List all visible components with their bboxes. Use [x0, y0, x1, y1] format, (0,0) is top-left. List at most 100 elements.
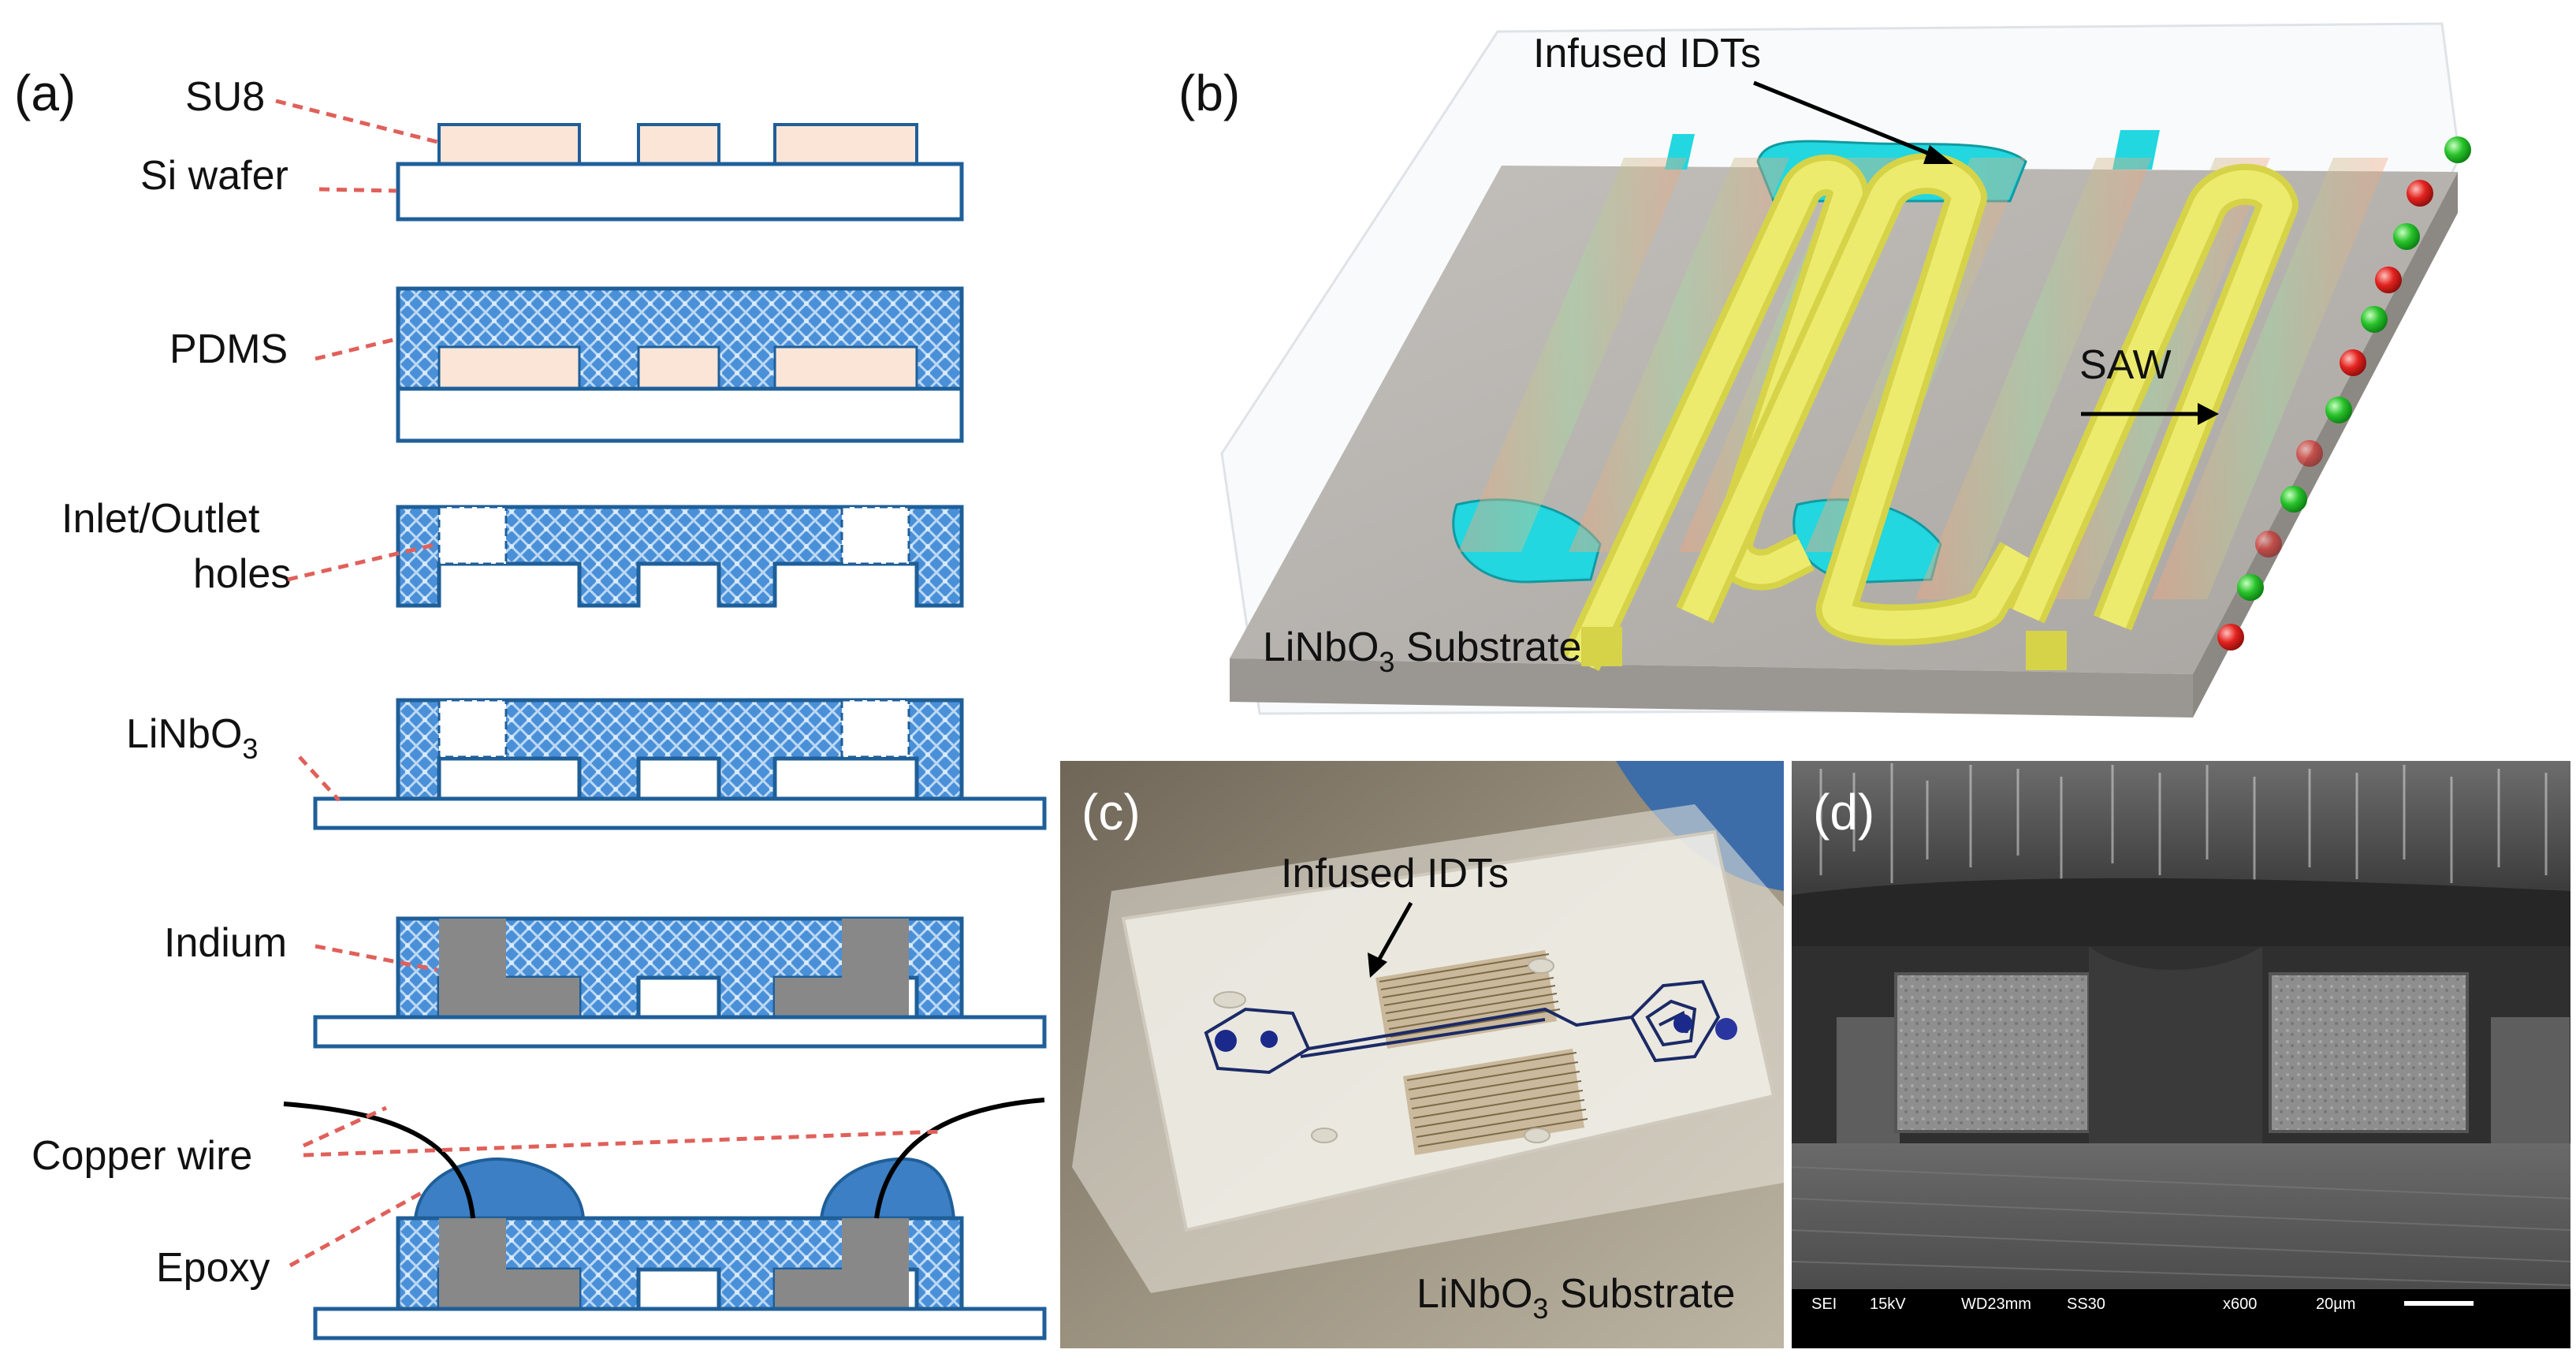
ink-spot-outlet — [1673, 1014, 1692, 1033]
particle-red — [2255, 531, 2282, 557]
leader-copper-right — [303, 1129, 943, 1158]
sem-detector: SEI — [1811, 1295, 1837, 1313]
step-holes-punched — [396, 505, 964, 608]
step-su8-mold — [396, 123, 964, 222]
panel-b: (b) — [1178, 22, 2471, 718]
sem-floor — [1792, 1143, 2570, 1289]
leader-indium — [315, 944, 438, 972]
label-su8: SU8 — [185, 74, 265, 120]
label-substrate-b: LiNbO3 Substrate — [1263, 624, 1581, 678]
particle-red — [2340, 349, 2366, 376]
sem-streaks — [1819, 763, 2548, 883]
sem-scale-bar — [2404, 1301, 2474, 1306]
ink-spot-outlet-2 — [1715, 1018, 1737, 1040]
sem-working-distance: WD23mm — [1961, 1295, 2031, 1313]
sem-side-wall-left — [1837, 1017, 1900, 1143]
label-epoxy: Epoxy — [156, 1245, 270, 1291]
linbo3-substrate-indium — [313, 1015, 1047, 1049]
su8-block-2 — [637, 123, 720, 167]
particle-green — [2361, 306, 2388, 333]
arrow-infused-idts-c — [1373, 901, 1413, 967]
linbo3-substrate-a — [313, 796, 1047, 830]
panel-a-letter: (a) — [14, 65, 76, 121]
sem-indium-block-right — [2269, 972, 2469, 1133]
panel-a: (a) SU8 Si wafer PDMS Inlet/Outlet — [14, 65, 1047, 1340]
step-indium-fill — [313, 916, 1047, 1049]
particle-red — [2296, 440, 2323, 467]
outlet-hole — [840, 505, 910, 565]
bonded-inlet-hole — [437, 699, 508, 759]
epoxy-left — [413, 1157, 586, 1220]
leader-pdms — [315, 337, 397, 361]
sem-voltage: 15kV — [1870, 1295, 1906, 1313]
saw-arrow-head — [2198, 403, 2219, 425]
pdms-with-holes — [396, 505, 964, 608]
leader-su8 — [275, 99, 438, 144]
pdms-si-wafer — [396, 386, 964, 443]
particle-green — [2444, 136, 2471, 163]
arrow-head-infused-idts-b — [1923, 145, 1953, 164]
indium-final-right — [775, 1218, 909, 1309]
su8-block-1 — [437, 123, 581, 167]
indium-electrode-right — [775, 919, 909, 1017]
linbo3-substrate-final — [313, 1307, 1047, 1340]
sem-floor-lines — [1792, 1166, 2570, 1286]
label-si-wafer: Si wafer — [140, 153, 288, 199]
port-hole-1 — [1213, 991, 1246, 1008]
pdms-mold-feature-2 — [637, 345, 720, 390]
arrow-infused-idts-b — [1753, 80, 1940, 160]
panel-d-letter: (d) — [1813, 784, 1874, 841]
port-hole-2 — [1528, 958, 1554, 974]
su8-block-3 — [773, 123, 918, 167]
panel-c: (c) Infused IDTs LiNbO3 Substrate — [1060, 761, 1784, 1348]
sem-info-bar — [1792, 1289, 2570, 1348]
label-saw: SAW — [2079, 342, 2172, 388]
sem-indium-block-left — [1894, 972, 2090, 1133]
pdms-mold-feature-3 — [773, 345, 918, 390]
sem-top-wall — [1792, 761, 2570, 895]
step-pdms-cast — [396, 286, 964, 443]
ink-spot-inlet — [1215, 1030, 1237, 1052]
inlet-hole — [437, 505, 508, 565]
label-linbo3: LiNbO3 — [126, 711, 258, 765]
si-wafer — [396, 162, 964, 222]
label-copper-wire: Copper wire — [32, 1133, 252, 1179]
particle-red — [2407, 180, 2433, 207]
panel-d: SEI 15kV WD23mm SS30 x600 20µm (d) — [1792, 761, 2570, 1348]
particle-red — [2375, 267, 2402, 293]
particle-green — [2393, 223, 2420, 250]
label-infused-idts-b: Infused IDTs — [1533, 31, 1761, 76]
label-holes-line2: holes — [193, 551, 291, 597]
sem-channel-gap — [2089, 946, 2262, 1143]
sem-spot-size: SS30 — [2067, 1295, 2105, 1313]
label-holes-line1: Inlet/Outlet — [61, 496, 260, 542]
particle-green — [2237, 574, 2264, 601]
idt-pad-right — [2026, 631, 2067, 670]
leader-copper-left — [302, 1105, 388, 1148]
idt-pad-left — [1581, 627, 1622, 666]
arrow-head-infused-idts-c — [1368, 953, 1387, 978]
step-bond-linbo3 — [313, 698, 1047, 830]
substrate-front — [1230, 658, 2193, 718]
leader-holes — [287, 542, 438, 582]
copper-wire-right — [874, 1098, 1045, 1219]
label-substrate-c: LiNbO3 Substrate — [1416, 1271, 1735, 1325]
microchannel-photo — [1204, 979, 1721, 1075]
panel-b-letter: (b) — [1178, 65, 1240, 121]
step-wire-epoxy — [283, 1098, 1047, 1340]
copper-wire-left — [283, 1102, 475, 1219]
panel-c-letter: (c) — [1081, 784, 1141, 841]
particle-green — [2325, 397, 2352, 423]
sem-scale-label: 20µm — [2316, 1295, 2355, 1313]
indium-electrode-left — [439, 919, 579, 1017]
sem-side-wall-right — [2491, 1017, 2570, 1143]
particle-red — [2217, 624, 2244, 651]
label-pdms: PDMS — [169, 326, 288, 372]
sem-magnification: x600 — [2223, 1295, 2257, 1313]
port-hole-3 — [1311, 1128, 1338, 1143]
label-infused-idts-c: Infused IDTs — [1281, 851, 1509, 897]
indium-final-left — [439, 1218, 579, 1309]
bonded-outlet-hole — [840, 699, 910, 759]
particles — [2217, 136, 2471, 651]
